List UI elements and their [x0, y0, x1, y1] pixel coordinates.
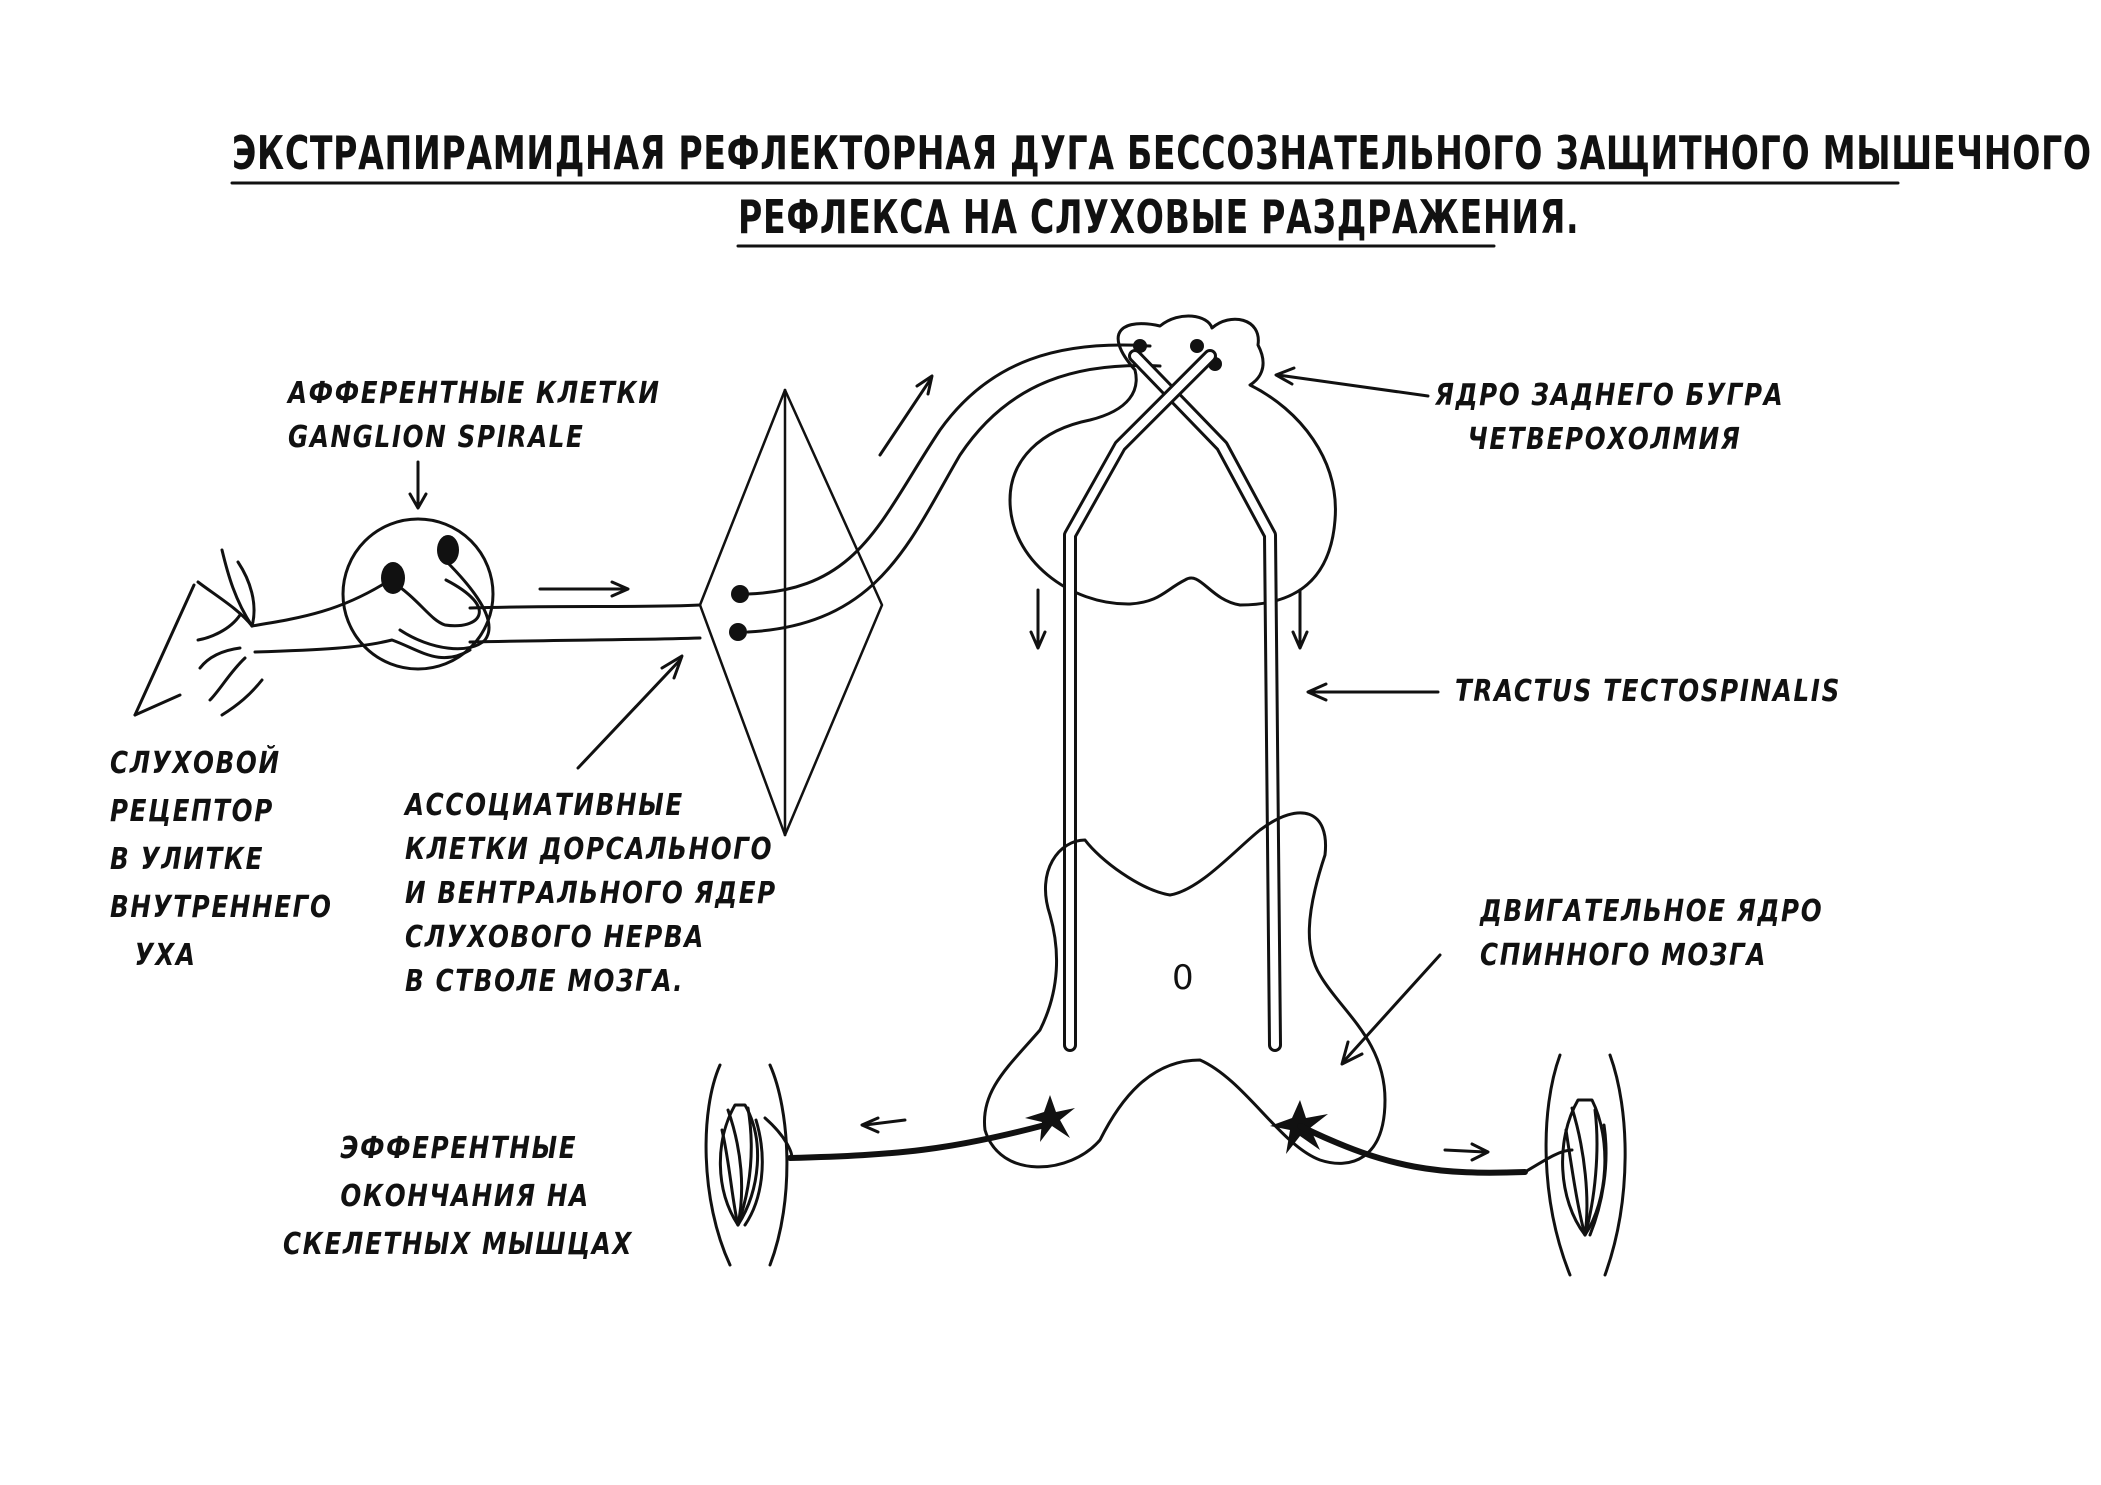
title-line-1: ЭКСТРАПИРАМИДНАЯ РЕФЛЕКТОРНАЯ ДУГА БЕССО… [232, 126, 2092, 180]
nucleus-pointer-arrow [1276, 373, 1430, 398]
ganglion-cells [381, 535, 459, 594]
muscle-left [704, 1063, 794, 1267]
tectum-outline [1008, 314, 1337, 607]
motor-neurons [1025, 1095, 1328, 1154]
label-colliculus-nucleus: ЯДРО ЗАДНЕГО БУГРА ЧЕТВЕРОХОЛМИЯ [1435, 378, 1785, 457]
auditory-nerve [468, 580, 702, 644]
label-auditory-receptor: СЛУХОВОЙ РЕЦЕПТОР В УЛИТКЕ ВНУТРЕННЕГО У… [110, 746, 333, 973]
label-motor-nucleus: ДВИГАТЕЛЬНОЕ ЯДРО СПИННОГО МОЗГА [1480, 894, 1824, 973]
spiral-ganglion [341, 517, 495, 671]
label-afferent-cells: АФФЕРЕНТНЫЕ КЛЕТКИ GANGLION SPIRALE [288, 376, 661, 455]
efferent-nerves [787, 1116, 1528, 1176]
label-tectospinal-tract: TRACTUS TECTOSPINALIS [1455, 674, 1841, 709]
auditory-receptor [133, 548, 264, 717]
tectospinal-tract [1063, 349, 1282, 1052]
associative-pointer-arrow [576, 658, 682, 770]
associative-cells [729, 585, 749, 641]
label-associative-cells: АССОЦИАТИВНЫЕ КЛЕТКИ ДОРСАЛЬНОГО И ВЕНТР… [405, 788, 777, 999]
motor-pointer-arrow [1343, 953, 1442, 1062]
title-line-2: РЕФЛЕКСА НА СЛУХОВЫЕ РАЗДРАЖЕНИЯ. [738, 190, 1580, 244]
ascending-fibers [746, 343, 1162, 634]
label-efferent-endings: ЭФФЕРЕНТНЫЕ ОКОНЧАНИЯ НА СКЕЛЕТНЫХ МЫШЦА… [283, 1131, 634, 1262]
spinal-cord-outline [982, 811, 1387, 1169]
brainstem-nuclei-region [698, 388, 884, 837]
afferent-fibers [250, 558, 491, 660]
descending-arrows [1029, 588, 1309, 650]
central-canal: 0 [1172, 958, 1194, 998]
muscle-right [1523, 1053, 1627, 1277]
